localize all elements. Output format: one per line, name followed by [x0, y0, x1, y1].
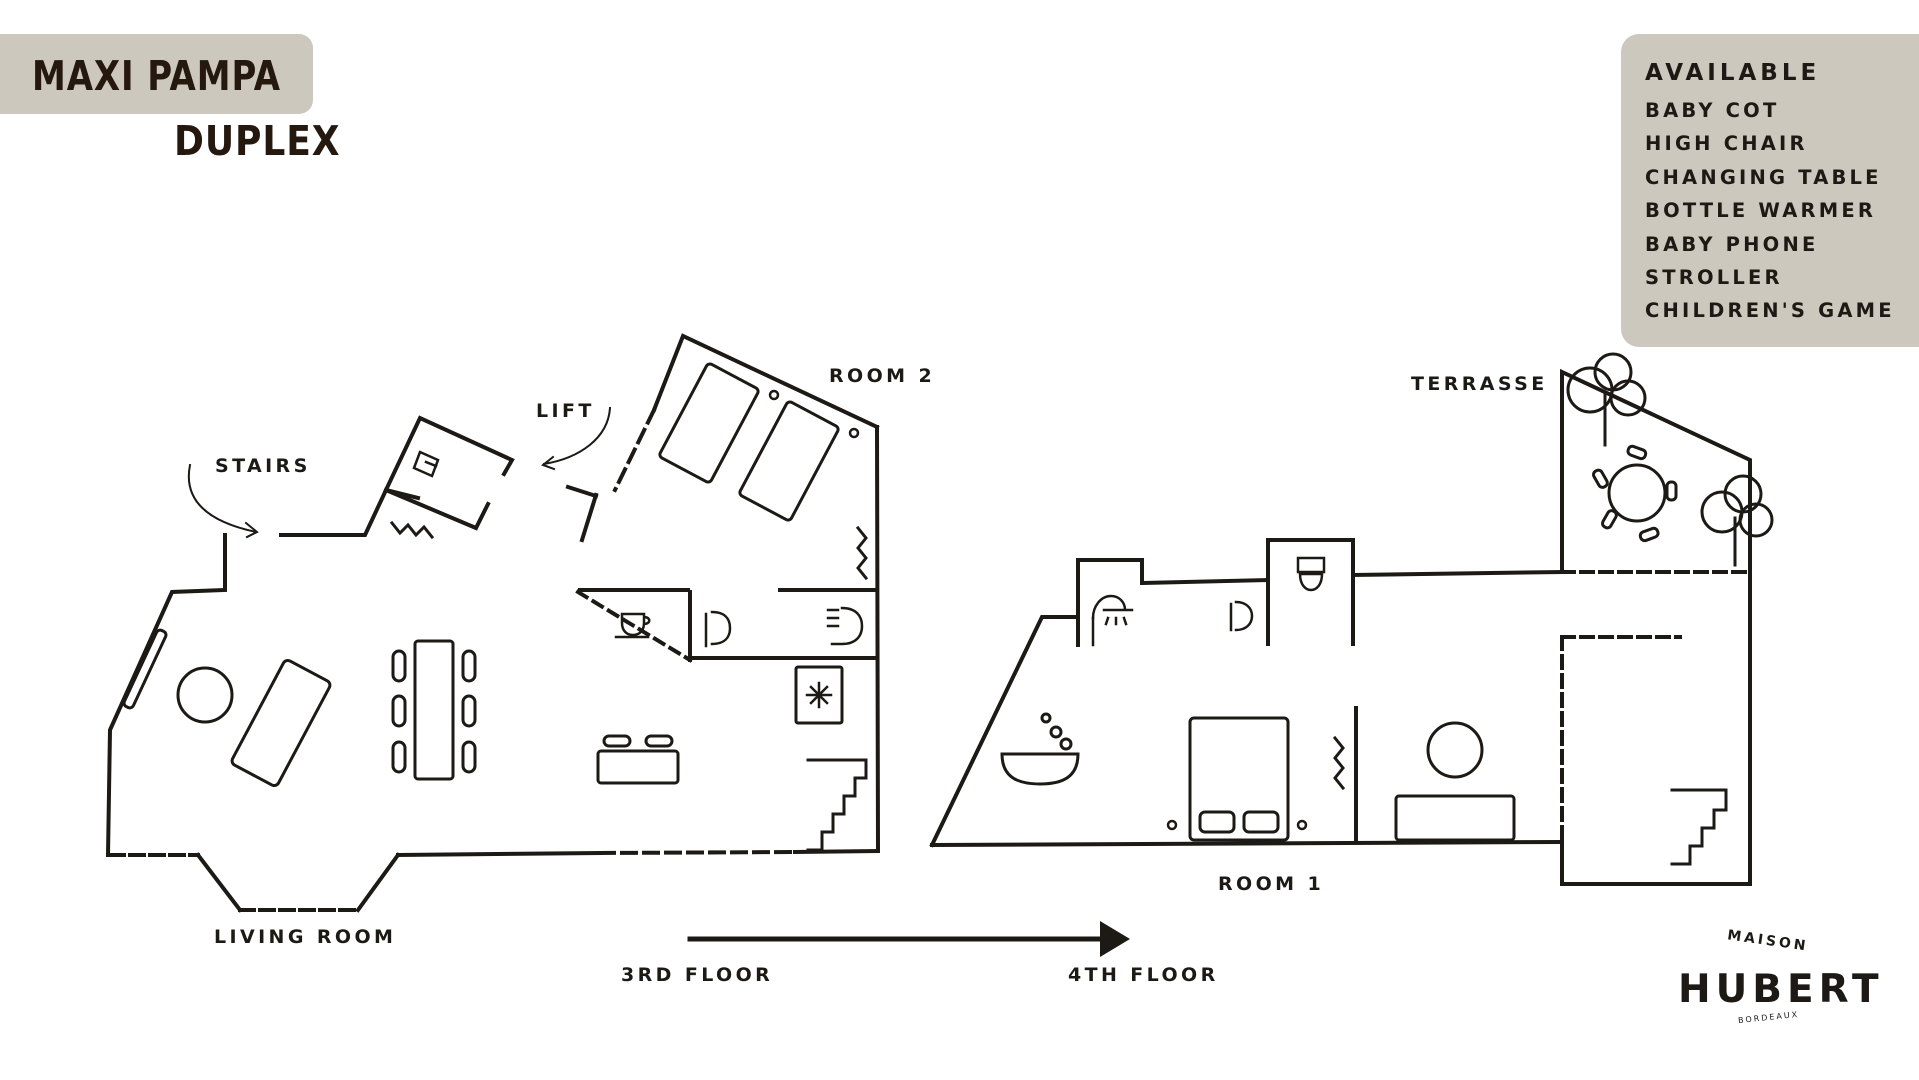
- label-room2: ROOM 2: [829, 365, 936, 387]
- label-stairs: STAIRS: [215, 455, 311, 477]
- shower-icon: [1091, 594, 1134, 626]
- title-tab: [0, 34, 313, 114]
- sofa-icon: [1394, 794, 1516, 842]
- label-floor-from: 3RD FLOOR: [621, 964, 774, 986]
- bed-icon: [658, 362, 760, 484]
- available-item: CHANGING TABLE: [1645, 165, 1882, 189]
- available-item: BOTTLE WARMER: [1645, 199, 1877, 223]
- basin-icon: [1166, 819, 1178, 831]
- available-item: HIGH CHAIR: [1645, 132, 1808, 156]
- bed-icon: [738, 400, 840, 522]
- dishwasher-icon: [826, 606, 864, 646]
- coffee-table-icon: [176, 666, 234, 724]
- plan-subtitle: DUPLEX: [174, 117, 341, 165]
- dashed-wall: [575, 589, 693, 663]
- available-panel: AVAILABLE BABY COT HIGH CHAIR CHANGING T…: [1621, 34, 1919, 347]
- wall: [105, 533, 227, 858]
- wall: [929, 839, 1565, 848]
- stairs-arrow-icon: [187, 463, 258, 534]
- radiator-icon: [389, 520, 435, 540]
- chair-icon: [391, 649, 407, 683]
- wall: [1560, 368, 1752, 886]
- available-title: AVAILABLE: [1645, 60, 1821, 86]
- bed-icon: [1188, 716, 1290, 842]
- fixtures: [412, 389, 1326, 831]
- lamp-icon: [848, 427, 860, 439]
- radiator-icon: [855, 525, 869, 581]
- chair-icon: [461, 694, 477, 728]
- wall: [355, 852, 401, 913]
- chair-icon: [461, 740, 477, 774]
- available-item: CHILDREN'S GAME: [1645, 299, 1895, 323]
- wall: [1266, 538, 1355, 646]
- sofa-icon: [230, 658, 332, 788]
- freezer-icon: [794, 665, 844, 725]
- stairs-icon: [806, 758, 868, 852]
- plan-title: MAXI PAMPA: [32, 52, 281, 100]
- dashed-wall: [597, 849, 798, 856]
- lamp-icon: [768, 389, 780, 401]
- fourth-floor-plan: [929, 368, 1752, 886]
- tree-icon: [1700, 474, 1774, 567]
- available-item: STROLLER: [1645, 265, 1783, 289]
- label-living-room: LIVING ROOM: [214, 926, 397, 948]
- dashed-wall: [612, 407, 657, 493]
- lift-arrow-icon: [542, 406, 612, 466]
- chair-icon: [461, 649, 477, 683]
- available-item: BABY PHONE: [1645, 232, 1819, 256]
- wall: [929, 615, 1080, 848]
- terrace-table-icon: [1607, 463, 1667, 523]
- wall: [383, 487, 491, 531]
- wall: [279, 487, 421, 537]
- chair-icon: [391, 740, 407, 774]
- available-item: BABY COT: [1645, 99, 1780, 122]
- wall: [579, 492, 599, 543]
- label-lift: LIFT: [536, 400, 595, 422]
- tree-icon: [1566, 352, 1647, 447]
- stove-icon: [596, 749, 680, 785]
- toilet-icon: [1296, 556, 1326, 592]
- label-room1: ROOM 1: [1218, 873, 1325, 895]
- wall: [395, 850, 603, 858]
- dining-table-icon: [413, 639, 455, 781]
- radiator-icon: [1332, 735, 1346, 791]
- furniture: [122, 352, 1774, 866]
- logo-hubert: HUBERT: [1678, 967, 1884, 1012]
- wall: [565, 484, 599, 499]
- label-arrows: [187, 406, 612, 539]
- sink-icon: [1229, 600, 1254, 632]
- sink-icon: [704, 610, 732, 648]
- tv-icon: [122, 628, 168, 710]
- wall: [383, 415, 515, 493]
- wall: [1350, 569, 1565, 578]
- stairs-icon: [1670, 788, 1728, 866]
- chair-icon: [391, 694, 407, 728]
- label-floor-to: 4TH FLOOR: [1068, 964, 1219, 986]
- lift-icon: [412, 450, 440, 478]
- snowflake-icon: [805, 681, 833, 709]
- available-list: BABY COT HIGH CHAIR CHANGING TABLE BOTTL…: [1645, 94, 1895, 328]
- bathtub-icon: [1000, 752, 1080, 786]
- pouf-icon: [1426, 721, 1484, 779]
- third-floor-plan: [105, 333, 881, 913]
- wall: [874, 424, 881, 854]
- wall: [792, 848, 881, 855]
- basin-icon: [1296, 819, 1308, 831]
- floor-arrow-head-icon: [1100, 921, 1130, 957]
- wall: [651, 333, 880, 430]
- wall: [195, 852, 243, 913]
- label-terrasse: TERRASSE: [1411, 373, 1548, 395]
- coffee-icon: [620, 612, 651, 637]
